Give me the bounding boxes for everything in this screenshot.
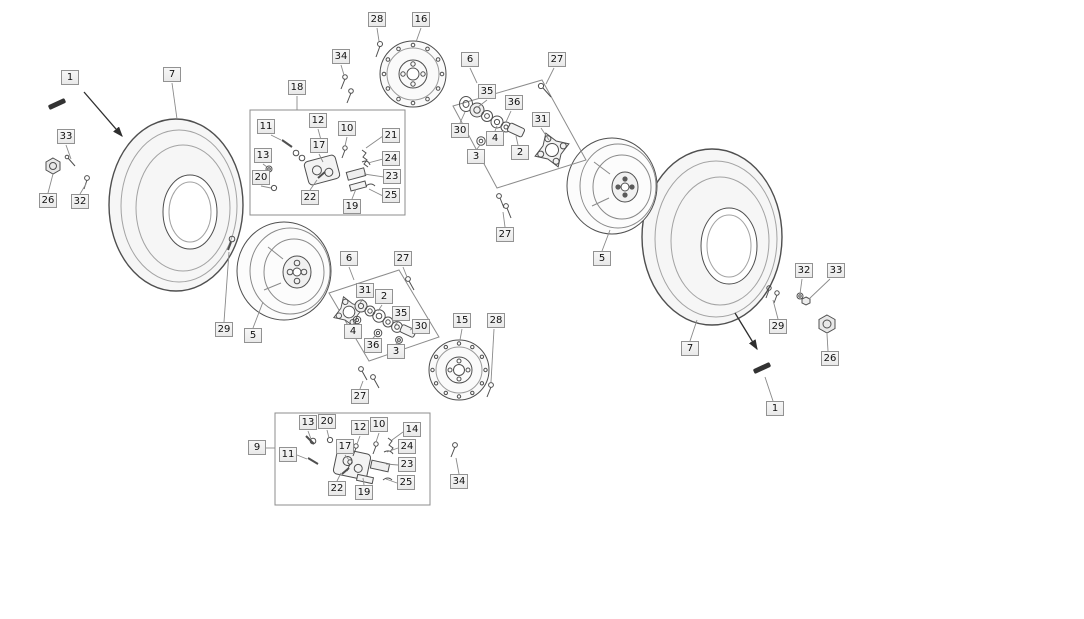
left-tire [108, 118, 244, 292]
callout-15[interactable]: 15 [453, 313, 471, 328]
callout-17-b[interactable]: 17 [336, 439, 354, 454]
callout-18[interactable]: 18 [288, 80, 306, 95]
callout-22-b[interactable]: 22 [328, 481, 346, 496]
callout-6-center[interactable]: 6 [340, 251, 358, 266]
callout-21[interactable]: 21 [382, 128, 400, 143]
callout-24-b[interactable]: 24 [398, 439, 416, 454]
bearing-stack-center [352, 299, 417, 344]
callout-26-right[interactable]: 26 [821, 351, 839, 366]
hub-carrier-upper [534, 132, 570, 168]
callout-34-bottom[interactable]: 34 [450, 474, 468, 489]
callout-17-a[interactable]: 17 [310, 138, 328, 153]
callout-11-b[interactable]: 11 [279, 447, 297, 462]
callout-25-b[interactable]: 25 [397, 475, 415, 490]
leader-lines [47, 27, 831, 486]
callout-24-a[interactable]: 24 [382, 151, 400, 166]
callout-22-a[interactable]: 22 [301, 190, 319, 205]
callout-1-left[interactable]: 1 [61, 70, 79, 85]
callout-28-top[interactable]: 28 [368, 12, 386, 27]
callout-14[interactable]: 14 [403, 422, 421, 437]
callout-20-a[interactable]: 20 [252, 170, 270, 185]
callout-16[interactable]: 16 [412, 12, 430, 27]
callout-26-left[interactable]: 26 [39, 193, 57, 208]
brake-disc-top [379, 40, 447, 108]
callout-7-left[interactable]: 7 [163, 67, 181, 82]
callout-11-a[interactable]: 11 [257, 119, 275, 134]
callout-36-center[interactable]: 36 [364, 338, 382, 353]
callout-34-top[interactable]: 34 [332, 49, 350, 64]
callout-33-left[interactable]: 33 [57, 129, 75, 144]
small-fasteners [45, 41, 836, 458]
callout-29-left[interactable]: 29 [215, 322, 233, 337]
callout-23-a[interactable]: 23 [383, 169, 401, 184]
callout-27-center-top[interactable]: 27 [394, 251, 412, 266]
right-wheel-rim [566, 137, 658, 235]
axle-pins [48, 98, 771, 374]
callout-25-a[interactable]: 25 [382, 188, 400, 203]
callout-12-b[interactable]: 12 [351, 420, 369, 435]
callout-29-right[interactable]: 29 [769, 319, 787, 334]
callout-35-upper[interactable]: 35 [478, 84, 496, 99]
callout-3-upper[interactable]: 3 [467, 149, 485, 164]
caliper-assembly-top [265, 139, 376, 192]
callout-6-upper[interactable]: 6 [461, 52, 479, 67]
callout-35-center[interactable]: 35 [392, 306, 410, 321]
callout-13-a[interactable]: 13 [254, 148, 272, 163]
callout-20-b[interactable]: 20 [318, 414, 336, 429]
callout-2-center[interactable]: 2 [375, 289, 393, 304]
callout-27-center-bottom[interactable]: 27 [351, 389, 369, 404]
callout-2-upper[interactable]: 2 [511, 145, 529, 160]
bearing-stack-upper [459, 96, 525, 146]
callout-4-center[interactable]: 4 [344, 324, 362, 339]
callout-31-center[interactable]: 31 [356, 283, 374, 298]
callout-31-upper[interactable]: 31 [532, 112, 550, 127]
callout-13-b[interactable]: 13 [299, 415, 317, 430]
callout-28-bottom[interactable]: 28 [487, 313, 505, 328]
caliper-assembly-bottom [305, 435, 394, 485]
callout-3-center[interactable]: 3 [387, 344, 405, 359]
callout-19-b[interactable]: 19 [355, 485, 373, 500]
brake-disc-bottom [428, 339, 490, 401]
callout-23-b[interactable]: 23 [398, 457, 416, 472]
callout-10-a[interactable]: 10 [338, 121, 356, 136]
callout-10-b[interactable]: 10 [370, 417, 388, 432]
callout-9[interactable]: 9 [248, 440, 266, 455]
callout-32-left[interactable]: 32 [71, 194, 89, 209]
callout-5-right[interactable]: 5 [593, 251, 611, 266]
callout-36-upper[interactable]: 36 [505, 95, 523, 110]
callout-19-a[interactable]: 19 [343, 199, 361, 214]
callout-32-right[interactable]: 32 [795, 263, 813, 278]
left-wheel-rim [236, 221, 332, 321]
callout-12-a[interactable]: 12 [309, 113, 327, 128]
callout-7-right[interactable]: 7 [681, 341, 699, 356]
callout-33-right[interactable]: 33 [827, 263, 845, 278]
right-tire [641, 148, 783, 326]
callout-4-upper[interactable]: 4 [486, 131, 504, 146]
callout-30-upper[interactable]: 30 [451, 123, 469, 138]
direction-arrows [83, 91, 758, 351]
callout-27-upper[interactable]: 27 [548, 52, 566, 67]
callout-30-center[interactable]: 30 [412, 319, 430, 334]
callout-27-mid[interactable]: 27 [496, 227, 514, 242]
callout-5-left[interactable]: 5 [244, 328, 262, 343]
callout-1-right[interactable]: 1 [766, 401, 784, 416]
